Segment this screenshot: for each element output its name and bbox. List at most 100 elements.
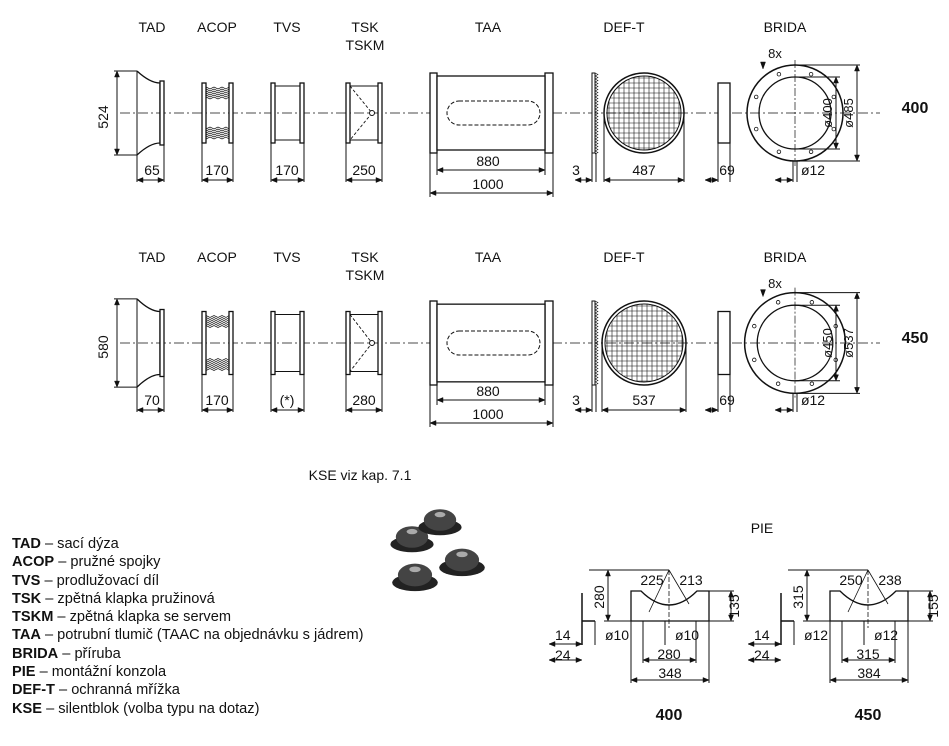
taa-flange bbox=[429, 72, 438, 154]
pie-width-2: 384 bbox=[857, 665, 881, 681]
tsk-length-value: 250 bbox=[352, 162, 376, 178]
legend-item: TAA – potrubní tlumič (TAAC na objednávk… bbox=[12, 626, 363, 644]
bolt-hole bbox=[809, 381, 815, 386]
taa-inner-dim-arrows bbox=[436, 397, 546, 403]
taa-flange bbox=[544, 72, 554, 154]
tsk-dim-arrows bbox=[345, 177, 383, 183]
label-tvs: TVS bbox=[273, 249, 300, 265]
acop-bellows-bottom bbox=[205, 358, 230, 371]
legend-item: PIE – montážní konzola bbox=[12, 663, 363, 681]
leader-arrow bbox=[760, 289, 766, 298]
w2-dim-arrows bbox=[829, 677, 909, 683]
hole-dim-arrows bbox=[774, 407, 794, 413]
taa-core bbox=[446, 330, 541, 356]
ring-dim-arrows bbox=[704, 407, 719, 413]
silentblock-bolt bbox=[434, 511, 446, 518]
taa-flange bbox=[544, 300, 554, 386]
taa-inner-value: 880 bbox=[476, 383, 500, 399]
label-tad: TAD bbox=[139, 19, 166, 35]
w1-dim-arrows bbox=[841, 657, 896, 663]
legend-item: TAD – sací dýza bbox=[12, 535, 363, 553]
legend-item: TVS – prodlužovací díl bbox=[12, 572, 363, 590]
legend-item: KSE – silentblok (volba typu na dotaz) bbox=[12, 700, 363, 718]
acop-length-value: 170 bbox=[205, 392, 229, 408]
label-taa: TAA bbox=[475, 19, 502, 35]
silentblock-bolt bbox=[409, 566, 421, 573]
brida-side-ring bbox=[717, 310, 731, 376]
tsk-flange bbox=[377, 310, 383, 376]
tad-width-value: 65 bbox=[144, 162, 160, 178]
pie-height-dim-arrows bbox=[804, 569, 810, 622]
pie-radius-1: 250 bbox=[839, 572, 863, 588]
acop-dim-arrows bbox=[201, 177, 234, 183]
label-def-t: DEF-T bbox=[603, 19, 645, 35]
label-tsk: TSK bbox=[351, 19, 379, 35]
tsk-length-value: 280 bbox=[352, 392, 376, 408]
tad-width-dim-arrows bbox=[136, 177, 165, 183]
pie-h2-dim-arrows bbox=[728, 590, 734, 622]
legend-code: TSK bbox=[12, 590, 42, 607]
tsk-hinge bbox=[369, 110, 375, 116]
kse-note: KSE viz kap. 7.1 bbox=[309, 467, 412, 483]
acop-length-value: 170 bbox=[205, 162, 229, 178]
silentblock-bolt bbox=[406, 528, 418, 535]
legend-item: ACOP – pružné spojky bbox=[12, 553, 363, 571]
tad-width-value: 70 bbox=[144, 392, 160, 408]
legend-description: – příruba bbox=[58, 645, 121, 662]
bolt-hole bbox=[776, 71, 782, 77]
legend-item: BRIDA – příruba bbox=[12, 645, 363, 663]
silentblock-rubber bbox=[395, 526, 429, 548]
pie-height-2: 155 bbox=[925, 594, 941, 618]
tvs-flange bbox=[270, 310, 276, 376]
pie-radius-2: 213 bbox=[679, 572, 703, 588]
legend-description: – zpětná klapka pružinová bbox=[41, 590, 215, 607]
brida-inner-diameter: ø400 bbox=[820, 98, 835, 128]
legend-item: DEF-T – ochranná mřížka bbox=[12, 681, 363, 699]
tvs-dim-arrows bbox=[270, 407, 305, 413]
label-brida: BRIDA bbox=[764, 249, 807, 265]
label-tskm: TSKM bbox=[346, 37, 385, 53]
legend-code: PIE bbox=[12, 664, 36, 681]
legend-description: – zpětná klapka se servem bbox=[53, 609, 232, 626]
legend-code: ACOP bbox=[12, 554, 55, 571]
bolt-hole bbox=[808, 71, 814, 77]
tvs-length-value: 170 bbox=[275, 162, 299, 178]
t1-dim-arrows bbox=[548, 641, 583, 647]
acop-flange bbox=[228, 310, 234, 376]
tad-flange bbox=[159, 308, 165, 378]
tad-width-dim-arrows bbox=[136, 407, 165, 413]
def-t-diameter-value: 487 bbox=[632, 162, 656, 178]
pie-height-dim-arrows bbox=[605, 569, 611, 622]
t2-dim-arrows bbox=[747, 657, 782, 663]
tad-height-dim-arrows bbox=[114, 298, 120, 388]
bolt-hole bbox=[775, 381, 781, 386]
legend-code: TSKM bbox=[12, 609, 54, 626]
silentblock-bolt bbox=[456, 551, 468, 558]
brida-hole-diameter: ø12 bbox=[801, 392, 825, 408]
legend-item: TSK – zpětná klapka pružinová bbox=[12, 590, 363, 608]
legend-code: TAA bbox=[12, 627, 41, 644]
taa-inner-dim-arrows bbox=[436, 167, 546, 173]
legend-description: – montážní konzola bbox=[35, 664, 167, 681]
ring-dim-arrows bbox=[704, 177, 719, 183]
def-t-gap-dim-arrows bbox=[574, 177, 593, 183]
legend-description: – sací dýza bbox=[40, 536, 119, 552]
tsk-flange bbox=[345, 82, 351, 144]
pie-radius-2: 238 bbox=[878, 572, 902, 588]
pie-bracket bbox=[829, 590, 909, 622]
def-t-gap-value: 3 bbox=[572, 392, 580, 408]
bolt-hole bbox=[809, 300, 815, 305]
tvs-flange bbox=[299, 82, 305, 144]
taa-flange bbox=[429, 300, 438, 386]
silentblock-rubber bbox=[423, 509, 457, 531]
pie-thickness-2: 24 bbox=[555, 647, 571, 663]
pie-bracket bbox=[630, 590, 710, 622]
tvs-dim-arrows bbox=[270, 177, 305, 183]
label-tskm: TSKM bbox=[346, 267, 385, 283]
tvs-flange bbox=[270, 82, 276, 144]
taa-dim-arrows bbox=[429, 420, 554, 426]
ring-width-value: 69 bbox=[719, 392, 735, 408]
def-t-mesh-edge bbox=[594, 300, 599, 386]
w2-dim-arrows bbox=[630, 677, 710, 683]
pie-radius-lines bbox=[847, 569, 889, 613]
